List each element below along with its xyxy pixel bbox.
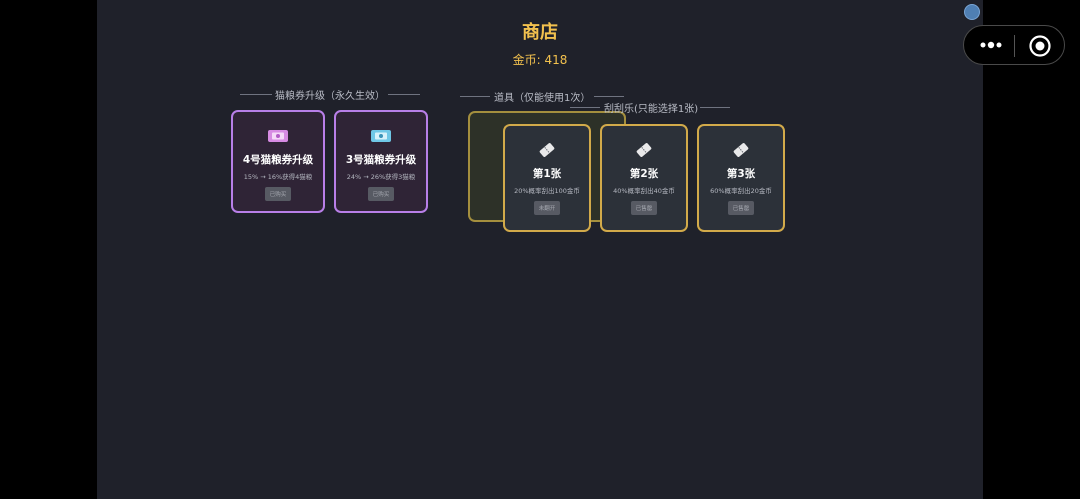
- scratch-section-label: 刮刮乐(只能选择1张): [570, 100, 731, 115]
- scratch-ticket-icon: [729, 140, 753, 160]
- scratch-card-3[interactable]: 第3张 60%概率刮出20金币 已售罄: [697, 124, 785, 232]
- props-section-label: 道具（仅能使用1次）: [460, 89, 625, 104]
- purchased-button[interactable]: 已购买: [367, 187, 395, 201]
- sold-out-button[interactable]: 已售罄: [630, 201, 658, 215]
- purple-ticket-icon: [266, 126, 290, 146]
- scratch-card-name: 第2张: [629, 168, 659, 180]
- scratch-card-desc: 60%概率刮出20金币: [710, 187, 772, 195]
- upgrade-section-label: 猫粮券升级（永久生效）: [240, 87, 420, 102]
- page-title: 商店: [522, 22, 558, 43]
- capsule-divider: [1014, 35, 1015, 57]
- scratch-card-name: 第1张: [532, 168, 562, 180]
- scratch-ticket-icon: [535, 140, 559, 160]
- scratch-ticket-icon: [632, 140, 656, 160]
- scratch-card-1[interactable]: 第1张 20%概率刮出100金币 未翻开: [503, 124, 591, 232]
- upgrade-card-4[interactable]: 4号猫粮券升级 15% → 16%获得4猫粮 已购买: [231, 110, 325, 213]
- scratch-card-desc: 40%概率刮出40金币: [613, 187, 675, 195]
- upgrade-desc: 15% → 16%获得4猫粮: [243, 173, 313, 181]
- floating-ball-icon[interactable]: [964, 4, 980, 20]
- upgrade-name: 4号猫粮券升级: [242, 154, 314, 166]
- scratch-card-desc: 20%概率刮出100金币: [514, 187, 580, 195]
- mini-program-capsule: [963, 25, 1065, 65]
- purchased-button[interactable]: 已购买: [264, 187, 292, 201]
- coin-balance: 金币: 418: [512, 53, 568, 67]
- upgrade-card-3[interactable]: 3号猫粮券升级 24% → 26%获得3猫粮 已购买: [334, 110, 428, 213]
- scratch-card-name: 第3张: [726, 168, 756, 180]
- sold-out-button[interactable]: 已售罄: [727, 201, 755, 215]
- scratch-card-2[interactable]: 第2张 40%概率刮出40金币 已售罄: [600, 124, 688, 232]
- close-mini-program-icon[interactable]: [1028, 34, 1052, 58]
- unopened-button[interactable]: 未翻开: [533, 201, 561, 215]
- upgrade-desc: 24% → 26%获得3猫粮: [346, 173, 416, 181]
- more-options-icon[interactable]: [976, 34, 1006, 56]
- upgrade-name: 3号猫粮券升级: [345, 154, 417, 166]
- game-screen: 商店 金币: 418 猫粮券升级（永久生效） 4号猫粮券升级 15% → 16%…: [97, 0, 983, 499]
- blue-ticket-icon: [369, 126, 393, 146]
